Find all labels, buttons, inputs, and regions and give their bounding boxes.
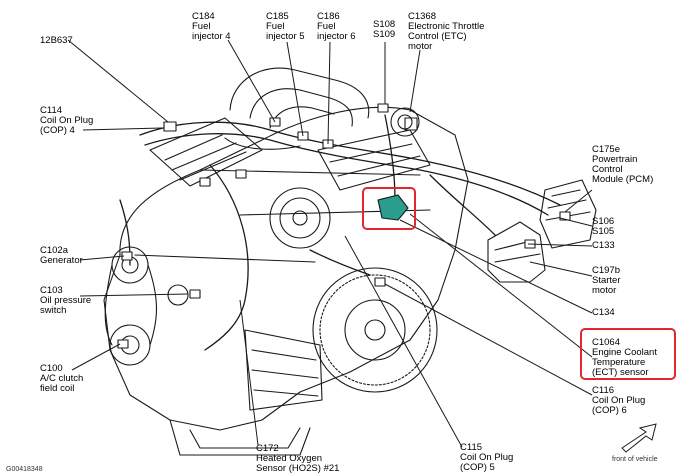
front-of-vehicle-caption: front of vehicle	[612, 456, 658, 463]
label-c197b: C197b Starter motor	[592, 265, 621, 296]
valve-cover-right	[317, 129, 431, 191]
label-c172: C172 Heated Oxygen Sensor (HO2S) #21	[256, 443, 340, 474]
label-c1368: C1368 Electronic Throttle Control (ETC) …	[408, 11, 485, 52]
throttle-body	[390, 107, 420, 137]
label-c116: C116 Coil On Plug (COP) 6	[592, 385, 646, 416]
leader-lines	[67, 39, 593, 448]
label-c114: C114 Coil On Plug (COP) 4	[40, 105, 94, 136]
label-c133: C133	[592, 240, 615, 251]
connector-shapes	[117, 103, 571, 349]
label-s106: S106 S105	[592, 216, 615, 237]
front-of-vehicle-arrow	[621, 423, 657, 453]
label-c102a: C102a Generator	[40, 245, 83, 266]
crank-pulley	[269, 187, 331, 249]
label-c1064: C1064 Engine Coolant Temperature (ECT) s…	[592, 337, 657, 378]
label-c175e: C175e Powertrain Control Module (PCM)	[592, 144, 654, 185]
label-c103: C103 Oil pressure switch	[40, 285, 92, 316]
ac-compressor-pulley	[109, 324, 151, 366]
label-s108: S108 S109	[373, 19, 396, 40]
wiring-harness	[119, 114, 561, 351]
label-c134: C134	[592, 307, 615, 318]
oil-pressure-sender	[167, 284, 189, 306]
label-c186: C186 Fuel injector 6	[317, 11, 356, 42]
label-c185: C185 Fuel injector 5	[266, 11, 305, 42]
accessory-belt	[104, 264, 158, 346]
label-c184: C184 Fuel injector 4	[192, 11, 231, 42]
label-12b637: 12B637	[40, 35, 73, 46]
ect-sensor	[377, 194, 409, 221]
figure-code: G00418348	[6, 466, 43, 473]
label-c115: C115 Coil On Plug (COP) 5	[460, 442, 514, 473]
oil-pan	[244, 329, 323, 411]
ect-sensor-highlight	[362, 187, 416, 230]
starter-motor	[487, 221, 546, 283]
intake-manifold	[224, 67, 370, 150]
c1064-label-highlight	[580, 328, 676, 380]
label-c100: C100 A/C clutch field coil	[40, 363, 84, 394]
flywheel	[312, 267, 438, 393]
valve-cover-left	[149, 117, 263, 187]
